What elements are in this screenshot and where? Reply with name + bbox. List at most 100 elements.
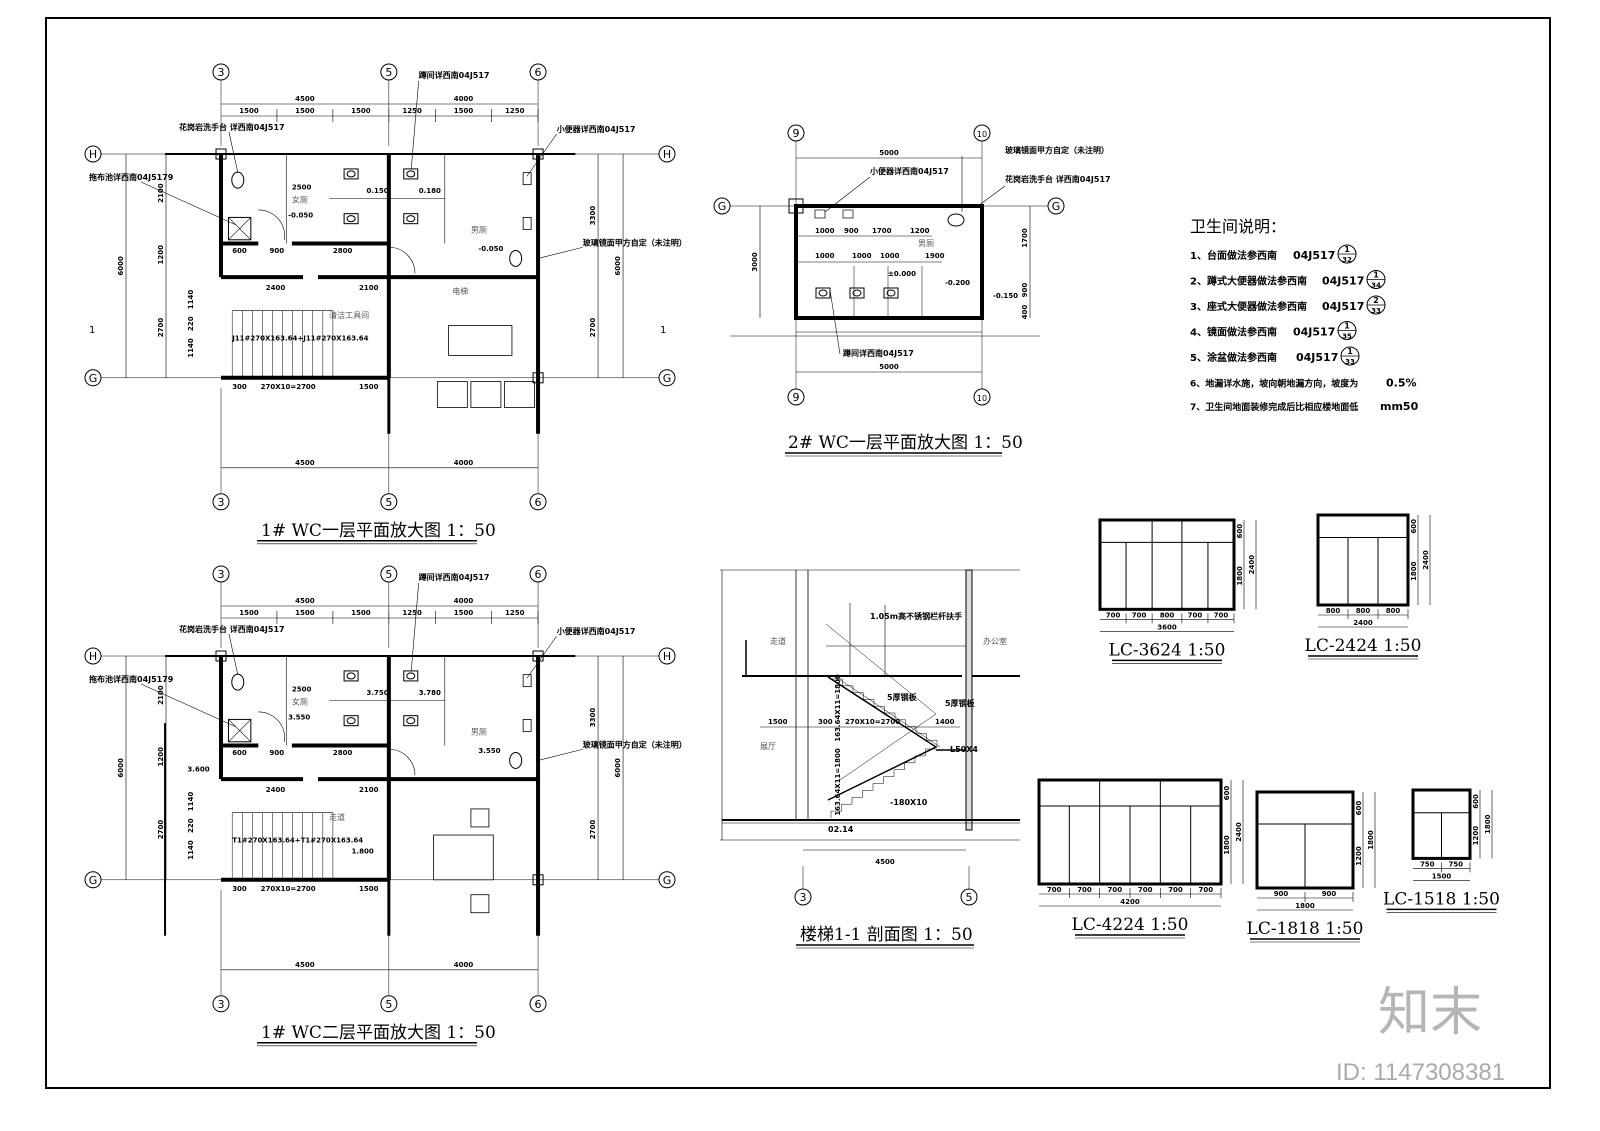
axis-G-label: G — [89, 372, 98, 385]
dim: 750 — [1448, 860, 1463, 868]
axis-G-bubble — [84, 369, 102, 387]
stair-step — [841, 803, 852, 812]
dim: 700 — [1132, 611, 1147, 619]
axis-top-1-label: 10 — [977, 130, 987, 139]
dim: 2400 — [1248, 555, 1256, 575]
axis-G-bubble — [713, 197, 731, 215]
dim: 2100 — [157, 183, 165, 203]
axis-H-label: H — [89, 650, 97, 663]
annotation-stall: 蹲间详西南04J517 — [419, 572, 490, 582]
leader — [829, 289, 841, 355]
stair-step — [832, 678, 843, 686]
window-title: LC-3624 1:50 — [1109, 640, 1226, 660]
leader — [977, 185, 1006, 207]
stair-step — [862, 790, 873, 798]
axis-G-right-label: G — [663, 874, 672, 887]
annotation: L50X4 — [950, 745, 978, 754]
axis-5-label: 5 — [385, 66, 392, 79]
note-item-5-ref: 04J517 — [1296, 351, 1338, 364]
table — [448, 325, 513, 356]
stair-flight — [827, 676, 938, 801]
axis-6-bubble — [529, 565, 547, 583]
window-title: LC-1818 1:50 — [1247, 919, 1364, 939]
axis-top-1-bubble — [973, 124, 991, 142]
window-title: LC-4224 1:50 — [1072, 915, 1189, 935]
toilet-bowl — [346, 170, 356, 178]
dim: 3600 — [1157, 623, 1177, 631]
level-mark: -0.150 — [993, 292, 1018, 300]
dim: 6000 — [614, 256, 622, 276]
axis-5-bubble — [380, 565, 398, 583]
room-label-men: 男厕 — [471, 225, 487, 234]
stair-step — [895, 719, 906, 727]
dim: 270X10=2700 — [261, 885, 316, 893]
column — [532, 372, 544, 384]
dim: 1800 — [1223, 835, 1231, 855]
axis-G-bubble — [84, 871, 102, 889]
dim: 800 — [1386, 607, 1401, 615]
leader — [140, 181, 237, 226]
dim: 1140 — [187, 338, 195, 358]
dim: 1700 — [1021, 228, 1029, 248]
window-title: LC-1518 1:50 — [1383, 889, 1500, 909]
dim: 700 — [1047, 886, 1062, 894]
note-item-6-ref: 0.5% — [1386, 377, 1417, 390]
level-mark: 3.750 — [366, 689, 388, 697]
dim: 1500 — [768, 718, 788, 726]
dim: 220 — [187, 818, 195, 833]
door-swing — [258, 711, 285, 742]
dim: 800 — [1326, 607, 1341, 615]
axis-G-label: G — [89, 874, 98, 887]
level-mark: 3.550 — [288, 713, 310, 721]
squat-toilet-icon — [883, 287, 899, 299]
axis-G-right-bubble — [1047, 197, 1065, 215]
dim: 600 — [1236, 524, 1244, 539]
room-label: 清洁工具间 — [329, 310, 369, 320]
window-frame — [1316, 513, 1410, 607]
room-label: 展厅 — [760, 742, 776, 751]
stair-step — [914, 755, 926, 763]
dim: 1700 — [872, 227, 892, 235]
squat-toilet-icon — [403, 168, 419, 180]
dim: 900 — [1021, 283, 1029, 298]
plan-title: 1# WC二层平面放大图 1：50 — [261, 1023, 496, 1043]
axis-bottom-1-bubble — [973, 388, 991, 406]
stair-label: J11#270X163.64+J11#270X163.64 — [231, 335, 368, 343]
axis-H-label: H — [89, 148, 97, 161]
stair-step — [851, 797, 863, 805]
stair-step — [830, 810, 842, 818]
section-mark: 1 — [660, 325, 666, 336]
axis-3-label: 3 — [218, 66, 225, 79]
axis-G-right-label: G — [663, 372, 672, 385]
urinal-icon — [522, 172, 532, 186]
dim: 1500 — [239, 107, 259, 115]
note-item-3-ref: 04J517 — [1322, 300, 1364, 313]
axis-6-label: 6 — [535, 66, 542, 79]
handrail — [825, 623, 937, 715]
dim: 800 — [1160, 611, 1175, 619]
dim: 600 — [232, 247, 247, 255]
leader — [140, 683, 237, 728]
note-item-1-num: 1 — [1344, 245, 1350, 254]
note-item-1: 1、台面做法参西南 — [1190, 249, 1277, 262]
dim: 4000 — [454, 459, 474, 467]
level-mark: -0.200 — [945, 279, 970, 287]
axis-bottom-1-label: 10 — [977, 394, 987, 403]
dim: 700 — [1199, 886, 1214, 894]
dim: 800 — [1356, 607, 1371, 615]
stair-step — [904, 762, 915, 770]
washbasin-icon — [509, 751, 523, 769]
stair-step — [863, 699, 875, 707]
axis-5-bottom-bubble — [380, 493, 398, 511]
squat-toilet-icon — [343, 168, 359, 180]
dim: 4500 — [875, 858, 895, 866]
note-item-2-den: 34 — [1371, 282, 1381, 290]
column — [788, 198, 804, 214]
dim: 1500 — [295, 609, 315, 617]
table — [433, 834, 494, 881]
urinal-icon — [522, 674, 532, 688]
leader — [526, 133, 557, 177]
dim: 2700 — [157, 820, 165, 840]
dim: 1000 — [815, 227, 835, 235]
